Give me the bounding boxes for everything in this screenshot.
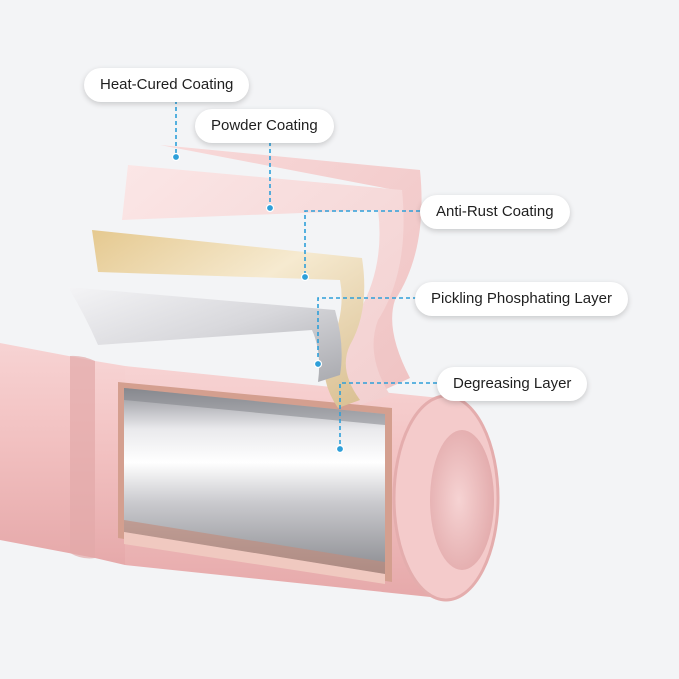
sheet-anti-rust (92, 230, 365, 408)
leader-degreasing (339, 382, 437, 448)
label-anti-rust-coating: Anti-Rust Coating (420, 195, 570, 229)
sheet-pickling (68, 287, 342, 382)
pipe-joint-ring (70, 355, 95, 559)
leader-pickling (317, 297, 417, 363)
label-heat-cured-coating: Heat-Cured Coating (84, 68, 250, 102)
label-pickling-phosphating-layer: Pickling Phosphating Layer (415, 282, 628, 316)
label-degreasing-layer: Degreasing Layer (437, 367, 588, 401)
leader-dots (171, 152, 345, 454)
leader-lines (175, 100, 437, 448)
pipe-bore (430, 430, 494, 570)
core-tube (124, 388, 385, 574)
sheet-powder (122, 165, 404, 405)
label-powder-coating: Powder Coating (195, 109, 334, 143)
sheet-heat-cured (160, 145, 422, 392)
leader-anti-rust (304, 210, 420, 276)
